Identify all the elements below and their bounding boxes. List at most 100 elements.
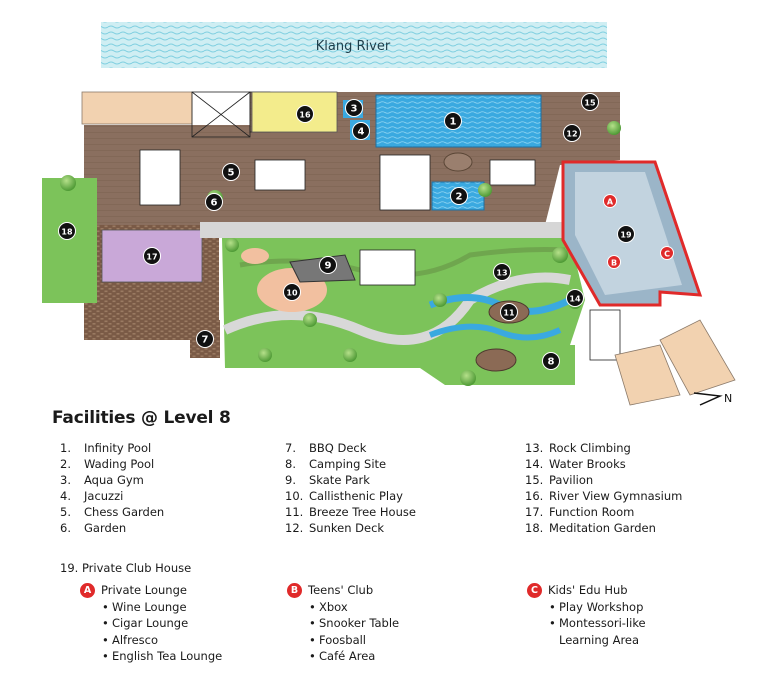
legend-item: 13.Rock Climbing <box>525 440 682 456</box>
legend-item-number: 10. <box>285 489 304 503</box>
facility-marker-16: 16 <box>296 105 314 123</box>
group-item: •Montessori-like <box>549 615 646 632</box>
legend-item: 10. Callisthenic Play <box>285 488 416 504</box>
legend-item: 16.River View Gymnasium <box>525 488 682 504</box>
legend-item-label: Wading Pool <box>84 457 155 471</box>
marker-label: C <box>664 250 670 259</box>
legend-item: 12.Sunken Deck <box>285 520 416 536</box>
legend-item-label: Skate Park <box>309 473 370 487</box>
zone-marker-b: B <box>607 255 621 269</box>
north-label: N <box>724 392 732 405</box>
bullet: • <box>102 632 109 647</box>
legend-item: 6. Garden <box>60 520 164 536</box>
marker-label: 15 <box>584 99 596 108</box>
legend-item-label: Garden <box>84 521 127 535</box>
zone-marker-a: A <box>603 194 617 208</box>
group-item-label: Cigar Lounge <box>112 616 189 630</box>
facility-marker-3: 3 <box>345 99 363 117</box>
legend-item: 11.Breeze Tree House <box>285 504 416 520</box>
deck-feature <box>443 152 473 172</box>
legend-item-label: Pavilion <box>549 473 594 487</box>
legend-item-label: Callisthenic Play <box>309 489 403 503</box>
group-item: •Wine Lounge <box>102 599 222 616</box>
group-item: •Café Area <box>309 648 399 665</box>
facility-marker-10: 10 <box>283 283 301 301</box>
legend-item-number: 17. <box>525 505 544 519</box>
legend-item: 8.Camping Site <box>285 456 416 472</box>
facility-marker-8: 8 <box>542 352 560 370</box>
marker-label: 6 <box>211 198 218 209</box>
group-item-label: Café Area <box>319 649 376 663</box>
legend-item-number: 4. <box>60 489 71 503</box>
facility-marker-5: 5 <box>222 163 240 181</box>
club-house-heading: 19. Private Club House <box>60 561 192 575</box>
legend-item-number: 14. <box>525 457 544 471</box>
legend-item-label: BBQ Deck <box>309 441 367 455</box>
legend-item-number: 2. <box>60 457 71 471</box>
bullet: • <box>309 632 316 647</box>
facility-marker-15: 15 <box>581 93 599 111</box>
meditation-garden-area <box>42 178 97 303</box>
legend-item-label: Water Brooks <box>549 457 626 471</box>
bullet: • <box>309 599 316 614</box>
legend-item-label: Aqua Gym <box>84 473 144 487</box>
building-block <box>81 91 193 125</box>
legend-item-number: 13. <box>525 441 544 455</box>
marker-label: 5 <box>228 168 235 179</box>
site-plan-map: Klang River <box>42 22 736 406</box>
marker-label: 14 <box>569 295 581 304</box>
group-item-label: Learning Area <box>559 632 640 647</box>
gymnasium-block <box>251 91 338 133</box>
legend-item-number: 3. <box>60 473 71 487</box>
bullet: • <box>549 599 556 614</box>
marker-label: 17 <box>146 253 157 262</box>
marker-label: A <box>607 198 614 207</box>
legend-item: 3. Aqua Gym <box>60 472 164 488</box>
facility-marker-7: 7 <box>196 330 214 348</box>
garden-path <box>222 272 571 345</box>
facility-marker-9: 9 <box>319 256 337 274</box>
legend-item-number: 15. <box>525 473 544 487</box>
bullet: • <box>102 599 109 614</box>
group-item-label: Alfresco <box>112 632 159 647</box>
legend-item: 17. Function Room <box>525 504 682 520</box>
marker-label: 8 <box>548 357 555 368</box>
zone-marker-c: C <box>660 246 674 260</box>
tree-house-2 <box>475 348 517 372</box>
legend-item-number: 9. <box>285 473 296 487</box>
group-item: Learning Area <box>549 632 646 649</box>
marker-label: 10 <box>286 289 298 298</box>
facility-marker-12: 12 <box>563 124 581 142</box>
legend-item-number: 6. <box>60 521 71 535</box>
group-item-label: English Tea Lounge <box>112 649 223 663</box>
legend-item: 15. Pavilion <box>525 472 682 488</box>
bullet: • <box>309 649 316 663</box>
marker-label: 4 <box>358 127 365 138</box>
zone-badge: A <box>80 582 95 598</box>
marker-label: 9 <box>325 261 332 272</box>
facility-marker-11: 11 <box>500 303 518 321</box>
legend-item-label: Meditation Garden <box>549 521 656 535</box>
legend-item-number: 8. <box>285 457 296 471</box>
legend-item-label: Function Room <box>549 505 635 519</box>
klang-river: Klang River <box>101 22 607 68</box>
water-brooks-2 <box>428 323 562 341</box>
group-item: •English Tea Lounge <box>102 648 222 665</box>
group-item-label: Snooker Table <box>319 616 400 630</box>
zone-badge: C <box>527 582 542 598</box>
legend-title: Facilities @ Level 8 <box>52 408 231 428</box>
legend-item: 7.BBQ Deck <box>285 440 416 456</box>
residential-cores <box>139 149 621 361</box>
lower-blocks <box>614 319 736 406</box>
group-item: •Alfresco <box>102 632 222 649</box>
group-item-label: Play Workshop <box>559 599 644 614</box>
legend-item-label: Infinity Pool <box>84 441 152 455</box>
legend-item: 4.Jacuzzi <box>60 488 164 504</box>
marker-label: 18 <box>61 228 73 237</box>
marker-label: 3 <box>351 104 358 115</box>
